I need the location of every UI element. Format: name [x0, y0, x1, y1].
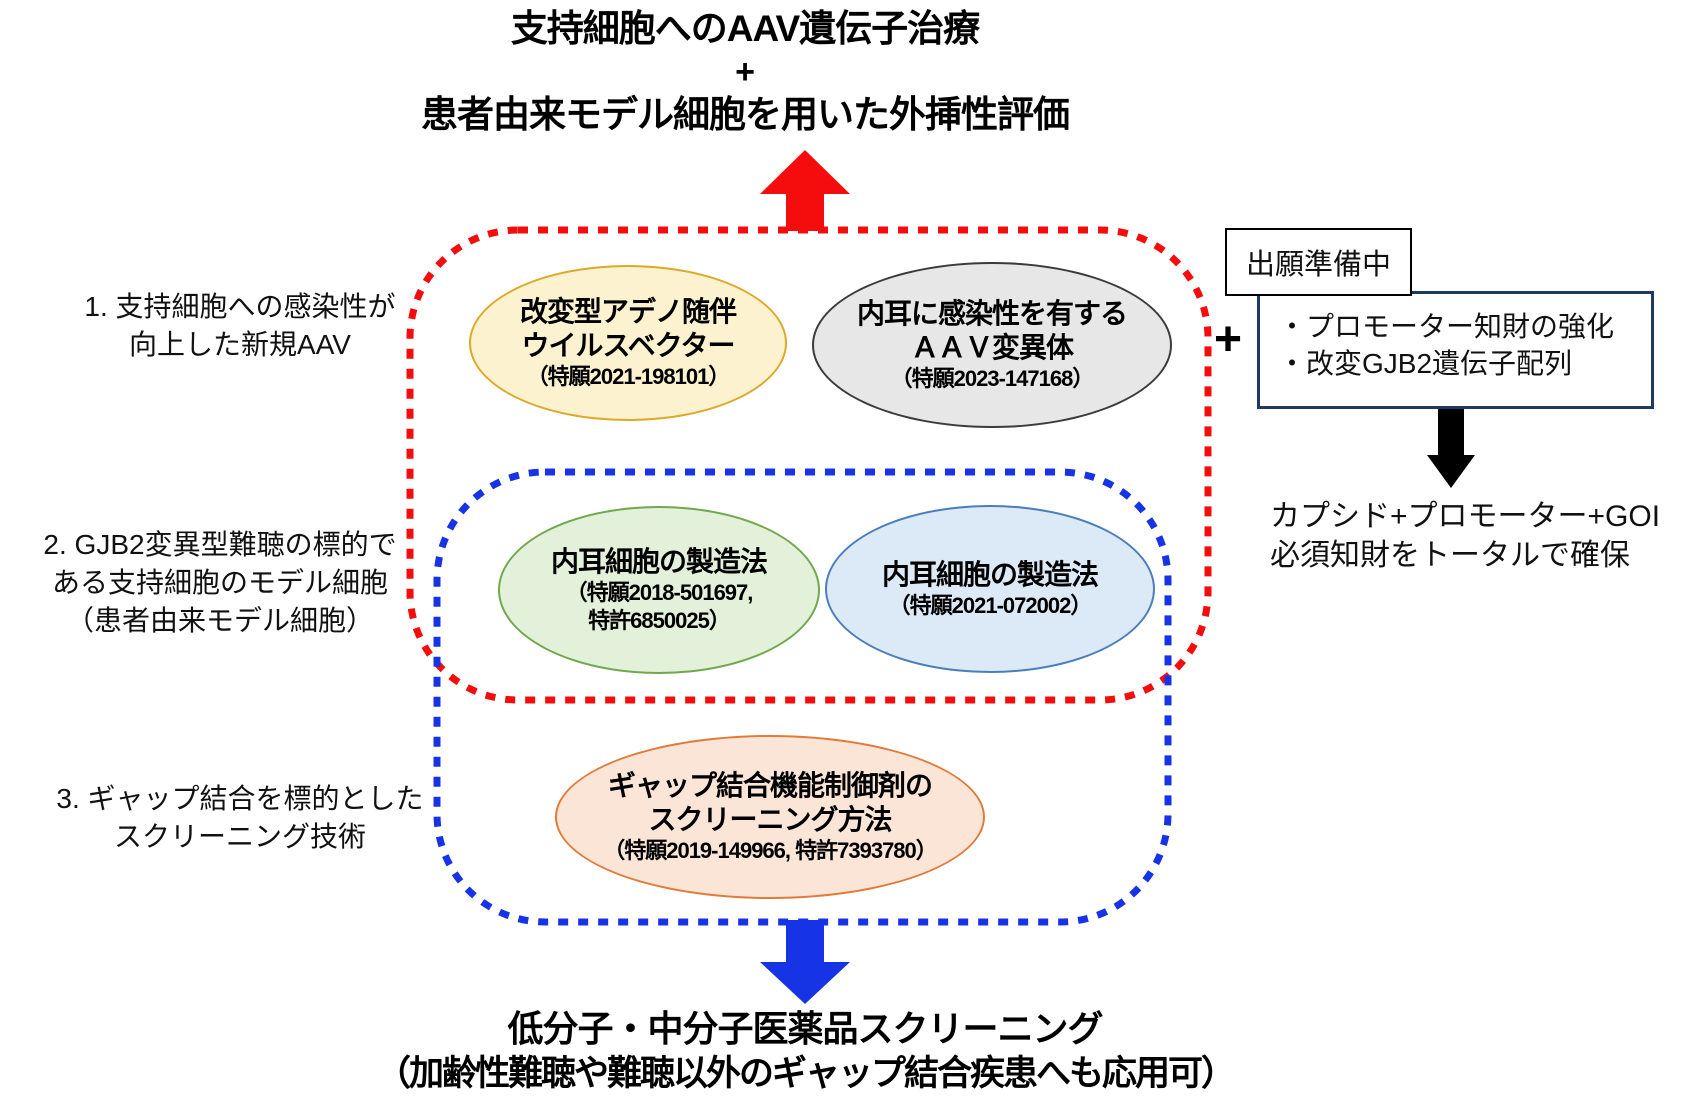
right-note-line-2: 必須知財をトータルで確保 — [1270, 539, 1630, 572]
bottom-caption-line-2: （加齢性難聴や難聴以外のギャップ結合疾患へも応用可） — [375, 1054, 1236, 1093]
aav-vector-line-1: 改変型アデノ随伴 — [519, 296, 737, 327]
bottom-caption: 低分子・中分子医薬品スクリーニング （加齢性難聴や難聴以外のギャップ結合疾患へも… — [255, 1006, 1355, 1096]
plus-sign-right: + — [1213, 313, 1243, 366]
left-label-1: 1. 支持細胞への感染性が 向上した新規AAV — [30, 288, 450, 364]
inner-ear-1-patent-1: （特願2018-501697, — [565, 580, 754, 605]
ellipse-screening-method: ギャップ結合機能制御剤の スクリーニング方法 （特願2019-149966, 特… — [555, 735, 985, 899]
left-label-3: 3. ギャップ結合を標的とした スクリーニング技術 — [20, 780, 460, 856]
aav-vector-patent: （特願2021-198101） — [526, 364, 731, 389]
left-label-3-line-2: スクリーニング技術 — [113, 821, 366, 852]
left-label-2-line-3: （患者由来モデル細胞） — [65, 605, 374, 636]
red-up-arrow-head — [760, 150, 850, 194]
left-label-2-line-2: ある支持細胞のモデル細胞 — [51, 567, 388, 598]
blue-down-arrow-stem — [786, 920, 824, 964]
ellipse-aav-variant: 内耳に感染性を有する ＡＡＶ変異体 （特願2023-147168） — [812, 262, 1172, 428]
left-label-2: 2. GJB2変異型難聴の標的で ある支持細胞のモデル細胞 （患者由来モデル細胞… — [0, 526, 440, 640]
inner-ear-2-line-1: 内耳細胞の製造法 — [881, 559, 1099, 590]
black-down-arrow-stem — [1438, 403, 1464, 456]
pending-item-2: ・改変GJB2遺伝子配列 — [1278, 348, 1573, 379]
title-line-2: 患者由来モデル細胞を用いた外挿性評価 — [421, 94, 1070, 135]
black-down-arrow-icon — [1427, 403, 1475, 488]
title-plus-sign: + — [735, 53, 755, 91]
right-note: カプシド+プロモーター+GOI 必須知財をトータルで確保 — [1270, 497, 1660, 575]
title-line-1: 支持細胞へのAAV遺伝子治療 — [510, 8, 980, 49]
right-note-line-1: カプシド+プロモーター+GOI — [1270, 500, 1661, 533]
inner-ear-1-line-1: 内耳細胞の製造法 — [550, 546, 768, 577]
ellipse-inner-ear-method-1: 内耳細胞の製造法 （特願2018-501697, 特許6850025） — [498, 506, 820, 674]
bottom-caption-line-1: 低分子・中分子医薬品スクリーニング — [507, 1008, 1103, 1049]
pending-items-list: ・プロモーター知財の強化 ・改変GJB2遺伝子配列 — [1278, 308, 1614, 382]
page-title: 支持細胞へのAAV遺伝子治療 + 患者由来モデル細胞を用いた外挿性評価 — [295, 6, 1195, 138]
left-label-2-line-1: 2. GJB2変異型難聴の標的で — [43, 529, 397, 560]
screening-line-1: ギャップ結合機能制御剤の — [607, 770, 933, 801]
ellipse-aav-vector: 改変型アデノ随伴 ウイルスベクター （特願2021-198101） — [469, 265, 787, 421]
preparing-application-box: 出願準備中 — [1225, 228, 1412, 296]
aav-vector-line-2: ウイルスベクター — [521, 330, 736, 361]
screening-line-2: スクリーニング方法 — [648, 804, 892, 835]
red-up-arrow-stem — [786, 193, 824, 231]
aav-variant-line-1: 内耳に感染性を有する — [856, 298, 1128, 329]
left-label-3-line-1: 3. ギャップ結合を標的とした — [56, 783, 424, 814]
ellipse-inner-ear-method-2: 内耳細胞の製造法 （特願2021-072002） — [825, 505, 1155, 673]
blue-down-arrow-head — [760, 962, 850, 1004]
pending-item-1: ・プロモーター知財の強化 — [1278, 311, 1615, 342]
aav-variant-line-2: ＡＡＶ変異体 — [910, 332, 1074, 363]
inner-ear-1-patent-2: 特許6850025） — [588, 608, 731, 633]
aav-variant-patent: （特願2023-147168） — [890, 366, 1095, 391]
left-label-1-line-2: 向上した新規AAV — [129, 329, 351, 360]
inner-ear-2-patent: （特願2021-072002） — [888, 593, 1093, 618]
red-dashed-group-frame — [406, 226, 1212, 704]
pending-items-box: ・プロモーター知財の強化 ・改変GJB2遺伝子配列 — [1257, 291, 1654, 409]
blue-down-arrow-icon — [760, 920, 850, 1004]
preparing-application-label: 出願準備中 — [1245, 249, 1391, 281]
screening-patent: （特願2019-149966, 特許7393780） — [603, 838, 938, 863]
left-label-1-line-1: 1. 支持細胞への感染性が — [84, 291, 396, 322]
black-down-arrow-head — [1427, 455, 1475, 488]
red-up-arrow-icon — [760, 150, 850, 231]
